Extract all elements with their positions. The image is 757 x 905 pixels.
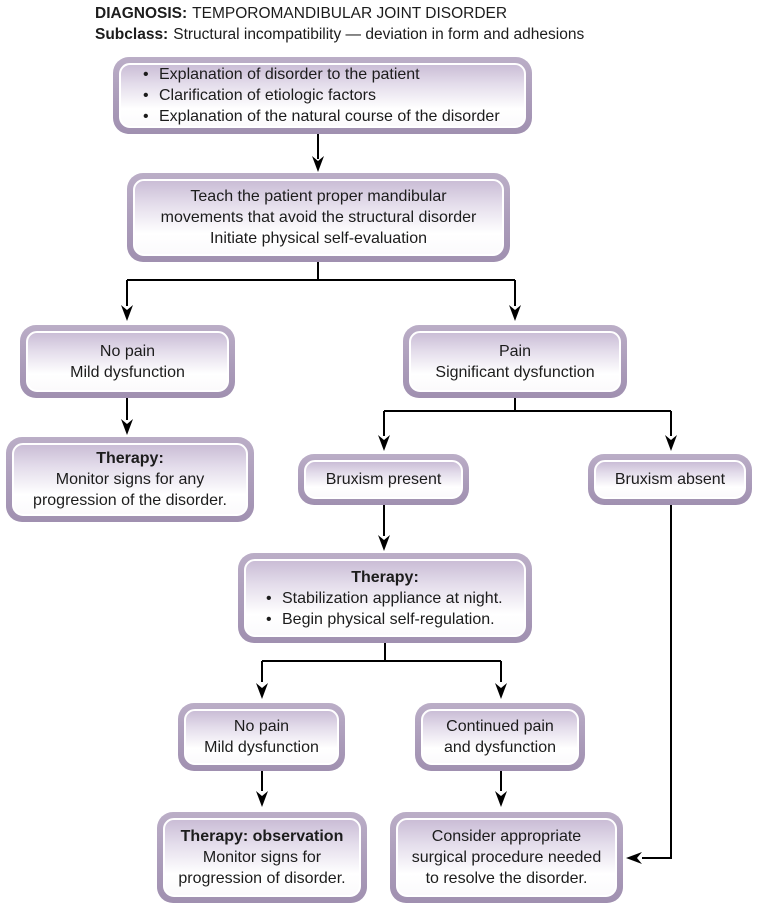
bullet-text: Stabilization appliance at night. — [282, 589, 503, 607]
node-surgical-consideration: Consider appropriate surgical procedure … — [390, 812, 623, 903]
connector-therapy-split — [261, 643, 502, 682]
node-line: Monitor signs for any — [55, 471, 205, 488]
node-line: Continued pain — [446, 718, 554, 735]
node-line: Initiate physical self-evaluation — [209, 230, 427, 247]
bullet-item: • Begin physical self-regulation. — [266, 609, 503, 630]
node-line: Mild dysfunction — [204, 739, 319, 756]
arrowhead-down-icon — [509, 305, 521, 321]
node-line: progression of disorder. — [178, 870, 346, 887]
node-therapy-stabilization: Therapy: • Stabilization appliance at nig… — [238, 553, 532, 643]
bullet-item: • Clarification of etiologic factors — [143, 85, 376, 106]
subclass-label: Subclass: — [95, 26, 169, 43]
subclass-value: Structural incompatibility — deviation i… — [173, 26, 585, 43]
node-line: and dysfunction — [443, 739, 557, 756]
diagnosis-label: DIAGNOSIS: — [95, 5, 188, 22]
arrowhead-down-icon — [256, 791, 268, 807]
node-continued-pain-dysfunction: Continued pain and dysfunction — [415, 703, 585, 771]
arrowhead-down-icon — [378, 535, 390, 551]
arrowhead-down-icon — [256, 683, 268, 699]
diagnosis-header: DIAGNOSIS:TEMPOROMANDIBULAR JOINT DISORD… — [95, 3, 584, 45]
node-pain-significant-dysfunction: Pain Significant dysfunction — [403, 325, 627, 398]
node-line: to resolve the disorder. — [425, 870, 588, 887]
node-line: surgical procedure needed — [411, 849, 602, 866]
node-line: movements that avoid the structural diso… — [160, 209, 477, 226]
bullet-icon: • — [266, 589, 272, 607]
arrowhead-down-icon — [495, 683, 507, 699]
arrowhead-down-icon — [121, 305, 133, 321]
subclass-line: Subclass:Structural incompatibility — de… — [95, 24, 584, 45]
node-line: Mild dysfunction — [70, 363, 185, 381]
bullet-icon: • — [143, 108, 149, 125]
bullet-icon: • — [266, 610, 272, 628]
bullet-text: Clarification of etiologic factors — [159, 87, 376, 104]
connector-pain-split — [383, 398, 672, 436]
diagnosis-value: TEMPOROMANDIBULAR JOINT DISORDER — [192, 5, 508, 22]
node-line: Significant dysfunction — [435, 363, 595, 381]
node-no-pain-mild-dysfunction-2: No pain Mild dysfunction — [178, 703, 345, 771]
connector-bruxism-absent-to-surgical — [642, 505, 672, 859]
node-no-pain-mild-dysfunction-1: No pain Mild dysfunction — [20, 325, 235, 398]
node-title: Therapy: observation — [180, 828, 344, 845]
node-line: Consider appropriate — [431, 828, 582, 845]
node-patient-education: •Explanation of disorder to the patient … — [113, 57, 532, 134]
bullet-icon: • — [143, 87, 149, 104]
arrowhead-down-icon — [665, 435, 677, 451]
arrowhead-left-icon — [626, 852, 642, 864]
connector-teach-split — [126, 262, 516, 306]
node-line: No pain — [99, 342, 156, 360]
node-line: No pain — [233, 718, 290, 735]
bullet-item: • Explanation of disorder to the patient — [143, 64, 420, 85]
node-title: Therapy: — [96, 450, 164, 467]
node-title: Therapy: — [351, 568, 419, 586]
bullet-icon: • — [143, 66, 149, 83]
bullet-text: Begin physical self-regulation. — [282, 610, 495, 628]
arrowhead-down-icon — [312, 156, 324, 172]
arrowhead-down-icon — [378, 435, 390, 451]
node-line: Bruxism absent — [614, 471, 726, 488]
node-bruxism-absent: Bruxism absent — [588, 454, 752, 505]
node-therapy-monitor: Therapy: Monitor signs for any progressi… — [6, 437, 254, 522]
arrowhead-down-icon — [495, 791, 507, 807]
bullet-item: • Explanation of the natural course of th… — [143, 106, 500, 127]
diagnosis-line: DIAGNOSIS:TEMPOROMANDIBULAR JOINT DISORD… — [95, 3, 584, 24]
node-therapy-observation: Therapy: observation Monitor signs for p… — [157, 812, 367, 903]
node-teach-movements: Teach the patient proper mandibular move… — [127, 173, 510, 262]
node-line: progression of the disorder. — [33, 492, 227, 509]
node-bruxism-present: Bruxism present — [298, 454, 469, 505]
node-line: Pain — [498, 342, 532, 360]
bullet-text: Explanation of disorder to the patient — [159, 66, 420, 83]
bullet-item: • Stabilization appliance at night. — [266, 588, 503, 609]
bullet-text: Explanation of the natural course of the… — [159, 108, 500, 125]
node-line: Teach the patient proper mandibular — [190, 188, 447, 205]
node-line: Bruxism present — [325, 471, 442, 488]
arrowhead-down-icon — [121, 419, 133, 435]
node-line: Monitor signs for — [202, 849, 322, 866]
